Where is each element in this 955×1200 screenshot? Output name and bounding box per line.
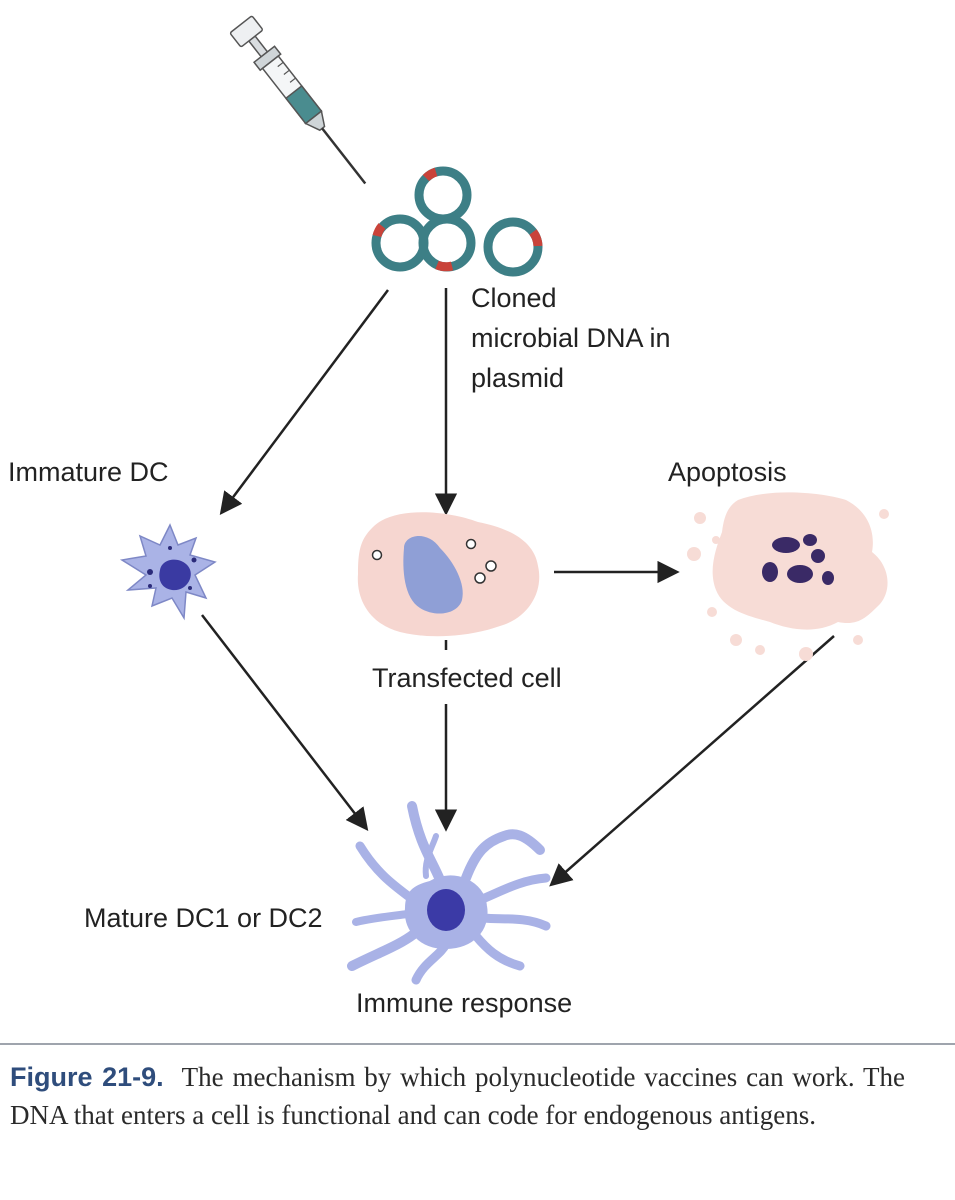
immature-dc-icon [119, 523, 217, 621]
immature-dc-label: Immature DC [8, 457, 169, 487]
figure-caption: Figure 21-9.The mechanism by which polyn… [10, 1058, 905, 1134]
figure-number: Figure 21-9. [10, 1062, 164, 1092]
immune-response-label: Immune response [356, 988, 573, 1018]
mature-dc-icon [347, 801, 551, 985]
transfected-cell-icon [357, 512, 540, 637]
plasmid-label-line-1: Cloned [471, 283, 557, 313]
plasmid-icon [371, 166, 543, 277]
arrow-apoptosis-to-mature-dc [549, 635, 835, 887]
caption-text: The mechanism by which polynucleotide va… [10, 1062, 905, 1130]
caption-divider [0, 1043, 955, 1045]
plasmid-label-line-2: microbial DNA in [471, 323, 671, 353]
apoptotic-cell-icon [687, 492, 889, 661]
mature-dc-label: Mature DC1 or DC2 [84, 903, 323, 933]
arrow-immature-dc-to-mature-dc [201, 614, 369, 831]
plasmid-label-line-3: plasmid [471, 363, 565, 393]
plasmid-label: Cloned microbial DNA in plasmid [471, 278, 751, 398]
syringe-icon [229, 15, 367, 185]
arrow-plasmid-to-immature-dc [219, 289, 390, 516]
arrows [201, 288, 835, 887]
diagram-canvas [119, 15, 889, 985]
figure-diagram: Cloned microbial DNA in plasmid Immature… [8, 15, 889, 1018]
transfected-cell-label: Transfected cell [372, 663, 562, 693]
apoptosis-label: Apoptosis [668, 457, 787, 487]
